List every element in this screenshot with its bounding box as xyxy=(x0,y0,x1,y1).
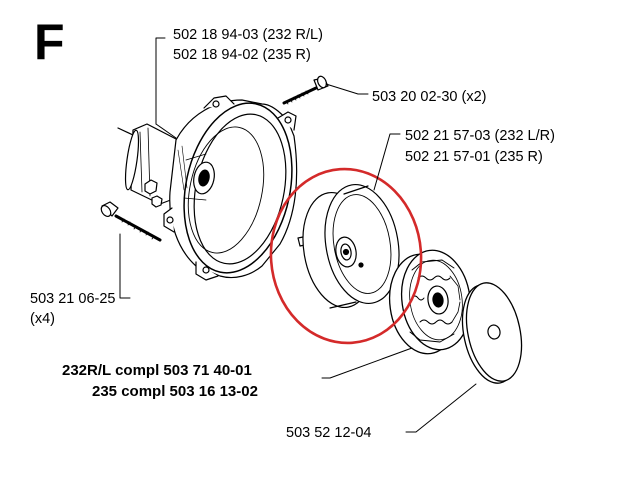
screw-left-part xyxy=(100,201,162,242)
housing-part-number-235: 502 18 94-02 (235 R) xyxy=(173,47,311,63)
complete-assembly-235: 235 compl 503 16 13-02 xyxy=(92,383,258,400)
section-letter: F xyxy=(34,14,65,70)
housing-part-number-232: 502 18 94-03 (232 R/L) xyxy=(173,27,323,43)
top-screw-part-number: 503 20 02-30 (x2) xyxy=(372,89,487,105)
highlight-circle xyxy=(269,167,423,345)
clutch-drum-part xyxy=(297,183,400,309)
washer-part-number: 503 52 12-04 xyxy=(286,425,372,441)
clutch-housing-part xyxy=(117,95,298,281)
drum-part-number-232: 502 21 57-03 (232 L/R) xyxy=(405,128,555,144)
left-screw-quantity: (x4) xyxy=(30,311,55,327)
washer-part xyxy=(461,282,523,384)
screw-top-part xyxy=(282,75,329,105)
complete-assembly-232: 232R/L compl 503 71 40-01 xyxy=(62,362,252,379)
leader-lines xyxy=(119,37,477,433)
left-screw-part-number: 503 21 06-25 xyxy=(30,291,116,307)
drum-part-number-235: 502 21 57-01 (235 R) xyxy=(405,149,543,165)
